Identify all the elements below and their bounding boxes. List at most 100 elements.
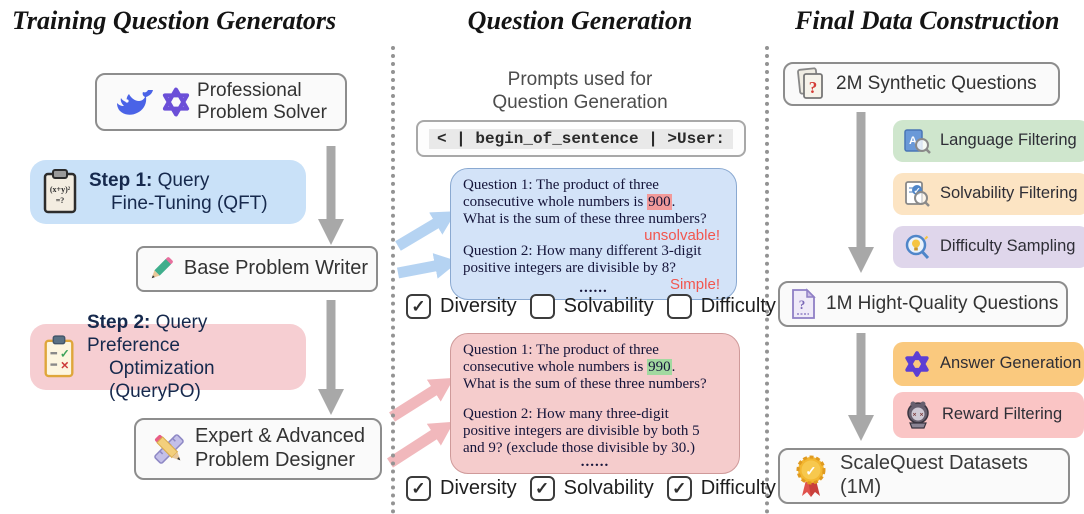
1m-box-label: 1M Hight-Quality Questions (826, 292, 1059, 314)
checkbox-icon (666, 294, 692, 319)
pink-question-card: Question 1: The product of three consecu… (450, 333, 740, 474)
1m-high-quality-questions-box: ? 1M Hight-Quality Questions (778, 281, 1068, 327)
clipboard-formula-icon: (x+y)² =? (40, 168, 80, 216)
blue-q2-line1: Question 2: How many different 3-digit (463, 243, 702, 259)
writer-label: Base Problem Writer (183, 257, 369, 280)
blue-q2-line2: positive integers are divisible by 8? (463, 260, 676, 276)
blue-q1-highlight: 900 (647, 194, 672, 210)
deepseek-whale-icon (115, 87, 155, 117)
blue-tag-unsolvable: unsolvable! (644, 227, 720, 244)
qwen-logo-icon (903, 350, 931, 378)
step1-rest-label: Query (152, 169, 210, 191)
step1-line2: Fine-Tuning (QFT) (111, 193, 268, 214)
expert-problem-designer-box: Expert & Advanced Problem Designer (134, 418, 382, 480)
step2-bold-label: Step 2: (87, 311, 151, 333)
column-divider-left (391, 46, 395, 514)
step2-rest-label: Query Preference (87, 311, 208, 356)
checkbox-icon: ✓ (406, 476, 431, 501)
svg-text:×: × (920, 412, 924, 419)
svg-text:✓: ✓ (913, 185, 920, 195)
base-problem-writer-box: Base Problem Writer (136, 246, 378, 292)
check-label: Difficulty (700, 477, 776, 499)
pink-q2-line3: and 9? (exclude those divisible by 30.) (463, 440, 696, 456)
step2-line2: Optimization (QueryPO) (109, 358, 215, 403)
criteria-row-2: ✓ Diversity ✓ Solvability ✓ Difficulty (406, 476, 776, 501)
reward-filtering-label: Reward Filtering (942, 405, 1063, 424)
scalequest-datasets-box: ✓ ScaleQuest Datasets (1M) (778, 448, 1070, 504)
ruler-pencil-icon (151, 431, 187, 467)
question-page-icon: ? (789, 288, 817, 320)
svg-text:A: A (909, 135, 917, 147)
difficulty-sampling-label: Difficulty Sampling (940, 237, 1076, 256)
blue-ellipsis: ...... (579, 280, 608, 296)
blue-q1-line3: What is the sum of these three numbers? (463, 211, 707, 227)
blue-tag-simple: Simple! (669, 276, 720, 293)
svg-text:✕: ✕ (60, 361, 69, 372)
pink-q1-highlight: 990 (647, 359, 672, 375)
svg-text:✓: ✓ (60, 348, 70, 360)
language-filtering-pill: A Language Filtering (893, 120, 1084, 162)
2m-box-label: 2M Synthetic Questions (836, 72, 1037, 94)
difficulty-sampling-pill: Difficulty Sampling (893, 226, 1084, 268)
step1-qft-box: (x+y)² =? Step 1: Query Fine-Tuning (QFT… (30, 160, 306, 224)
blue-q1-line2a: consecutive whole numbers is (463, 194, 648, 210)
check-diversity-2: ✓ Diversity (406, 476, 517, 501)
check-difficulty-2: ✓ Difficulty (666, 476, 776, 501)
pink-q2-line1: Question 2: How many three-digit (463, 406, 669, 422)
prompt-code-box: < | begin_of_sentence | >User: (416, 120, 746, 157)
svg-text:?: ? (799, 297, 806, 312)
checkbox-icon: ✓ (529, 476, 555, 501)
reward-filtering-pill: × × Reward Filtering (893, 392, 1084, 438)
arrow-designer-out-1 (389, 377, 455, 422)
checkbox-icon (529, 294, 555, 319)
svg-text:×: × (913, 412, 917, 419)
svg-text:(x+y)²: (x+y)² (50, 185, 71, 194)
language-filtering-label: Language Filtering (940, 131, 1077, 150)
check-label: Solvability (563, 477, 654, 499)
blue-q1-line2b: . (671, 194, 676, 210)
arrow-designer-out-2 (387, 421, 454, 468)
pink-q1-line2b: . (671, 359, 676, 375)
answer-generation-label: Answer Generation (940, 354, 1082, 373)
check-label: Diversity (440, 477, 517, 499)
pencil-icon (146, 254, 176, 284)
pink-q1-line1: Question 1: The product of three (463, 342, 659, 358)
check-diversity-1: ✓ Diversity (406, 294, 517, 319)
prompt-caption-line2: Question Generation (492, 91, 668, 113)
language-filter-icon: A (903, 127, 931, 155)
blue-q1-line1: Question 1: The product of three (463, 177, 659, 193)
scalequest-box-label: ScaleQuest Datasets (1M) (840, 452, 1028, 498)
pink-q1-line2a: consecutive whole numbers is (463, 359, 648, 375)
solvability-filtering-pill: ✓ Solvability Filtering (893, 173, 1084, 215)
pink-q1-line3: What is the sum of these three numbers? (463, 376, 707, 392)
check-label: Diversity (440, 295, 517, 317)
solver-label-line2: Problem Solver (197, 102, 327, 123)
reward-mask-icon: × × (903, 399, 933, 431)
professional-problem-solver-box: Professional Problem Solver (95, 73, 347, 131)
right-column-title: Final Data Construction (795, 6, 1060, 35)
solvability-filtering-label: Solvability Filtering (940, 184, 1078, 203)
pink-q2-line2: positive integers are divisible by both … (463, 423, 700, 439)
2m-synthetic-questions-box: ? 2M Synthetic Questions (783, 62, 1060, 106)
clipboard-checklist-icon: ✓ ✕ (40, 333, 78, 381)
check-solvability-2: ✓ Solvability (529, 476, 654, 501)
svg-text:=?: =? (56, 196, 65, 205)
blue-question-card: Question 1: The product of three consecu… (450, 168, 737, 300)
svg-text:?: ? (809, 78, 818, 97)
qwen-logo-icon (160, 86, 192, 118)
answer-generation-pill: Answer Generation (893, 342, 1084, 386)
designer-label-line2: Problem Designer (194, 449, 356, 471)
prompt-caption: Prompts used for Question Generation (415, 69, 745, 115)
svg-text:✓: ✓ (806, 464, 817, 479)
prompt-code-text: < | begin_of_sentence | >User: (428, 128, 734, 149)
check-solvability-1: Solvability (529, 294, 654, 319)
step2-querypo-box: ✓ ✕ Step 2: Query Preference Optimizatio… (30, 312, 306, 402)
arrow-writer-out-2 (396, 253, 459, 279)
left-column-title: Training Question Generators (12, 6, 337, 35)
question-pages-icon: ? (795, 67, 827, 101)
middle-column-title: Question Generation (467, 6, 693, 35)
check-label: Difficulty (700, 295, 776, 317)
solver-label-line1: Professional (197, 79, 302, 101)
prompt-caption-line1: Prompts used for (507, 69, 653, 90)
